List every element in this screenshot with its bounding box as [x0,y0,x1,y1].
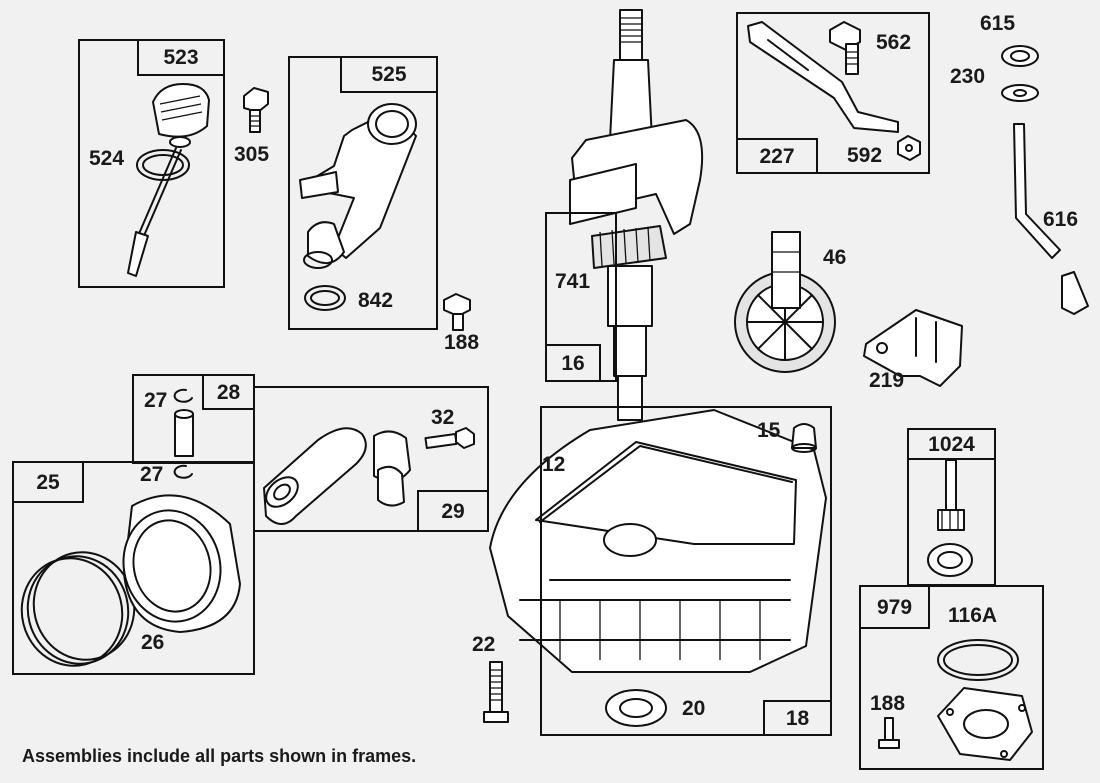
dipstick-cap-part [152,83,210,148]
frame-227 [736,12,930,174]
assembly-tag-1024: 1024 [907,428,996,460]
assembly-tag-16: 16 [545,344,601,382]
assembly-tag-227: 227 [736,138,818,174]
oil-fill-tube-part [299,103,417,269]
assembly-tag-525: 525 [340,56,438,93]
part-label-20: 20 [682,697,706,720]
bolt-part-305 [243,87,269,133]
dipstick-blade-part [127,147,182,277]
part-label-15: 15 [757,419,781,442]
bolt-part-32 [424,427,475,450]
part-label-12: 12 [542,453,566,476]
part-label-615: 615 [980,12,1016,35]
gasket-ring-part-116a [937,639,1019,681]
part-label-219: 219 [869,369,905,392]
assemblies-footnote: Assemblies include all parts shown in fr… [22,746,417,766]
cover-plate-part [937,687,1033,761]
seal-part-615 [1001,45,1039,67]
assembly-tag-25: 25 [12,461,84,503]
pump-rotor-part [927,543,973,577]
o-ring-part-842 [304,285,346,311]
oil-seal-part-20 [605,689,667,727]
assembly-tag-29: 29 [417,490,489,532]
part-label-188-lower: 188 [870,692,906,715]
part-label-230: 230 [950,65,986,88]
governor-lever-part [747,21,899,133]
part-label-616: 616 [1043,208,1079,231]
governor-shaft-part [1013,123,1089,315]
nut-part-592 [897,135,921,161]
part-label-27-upper: 27 [144,389,168,412]
part-label-22: 22 [472,633,496,656]
piston-part [122,494,241,633]
plug-part-15 [791,423,817,453]
screw-part-562 [829,21,861,75]
frame-29 [253,386,489,532]
part-label-116a: 116A [948,604,998,627]
part-label-46: 46 [823,246,847,269]
pump-shaft-part [937,459,965,531]
assembly-tag-28: 28 [202,374,255,410]
part-label-32: 32 [431,406,455,429]
connecting-rod-part [263,427,411,525]
frame-25 [12,461,255,675]
assembly-tag-523: 523 [137,39,225,76]
bolt-part-188 [443,293,471,331]
crankshaft-part [569,9,704,421]
bolt-part-188-lower [878,717,900,749]
part-label-26: 26 [141,631,165,654]
clip-part-27-upper [173,388,193,403]
part-label-524: 524 [89,147,125,170]
piston-pin-part [174,409,194,457]
piston-rings-part [20,551,136,667]
part-label-592: 592 [847,144,883,167]
part-label-741: 741 [555,270,591,293]
frame-18 [540,406,832,736]
assembly-tag-18: 18 [763,700,832,736]
clip-part-27-lower [173,464,193,479]
bracket-part-219 [863,309,963,387]
bolt-part-22 [483,661,509,723]
frame-979 [859,585,1044,770]
part-label-842: 842 [358,289,394,312]
part-label-305: 305 [234,143,270,166]
camshaft-gear-part [734,231,836,373]
assembly-tag-979: 979 [859,585,930,629]
part-label-27-lower: 27 [140,463,164,486]
part-label-562: 562 [876,31,912,54]
washer-part-230 [1001,84,1039,102]
part-label-188: 188 [444,331,480,354]
engine-sump-part [489,409,827,673]
